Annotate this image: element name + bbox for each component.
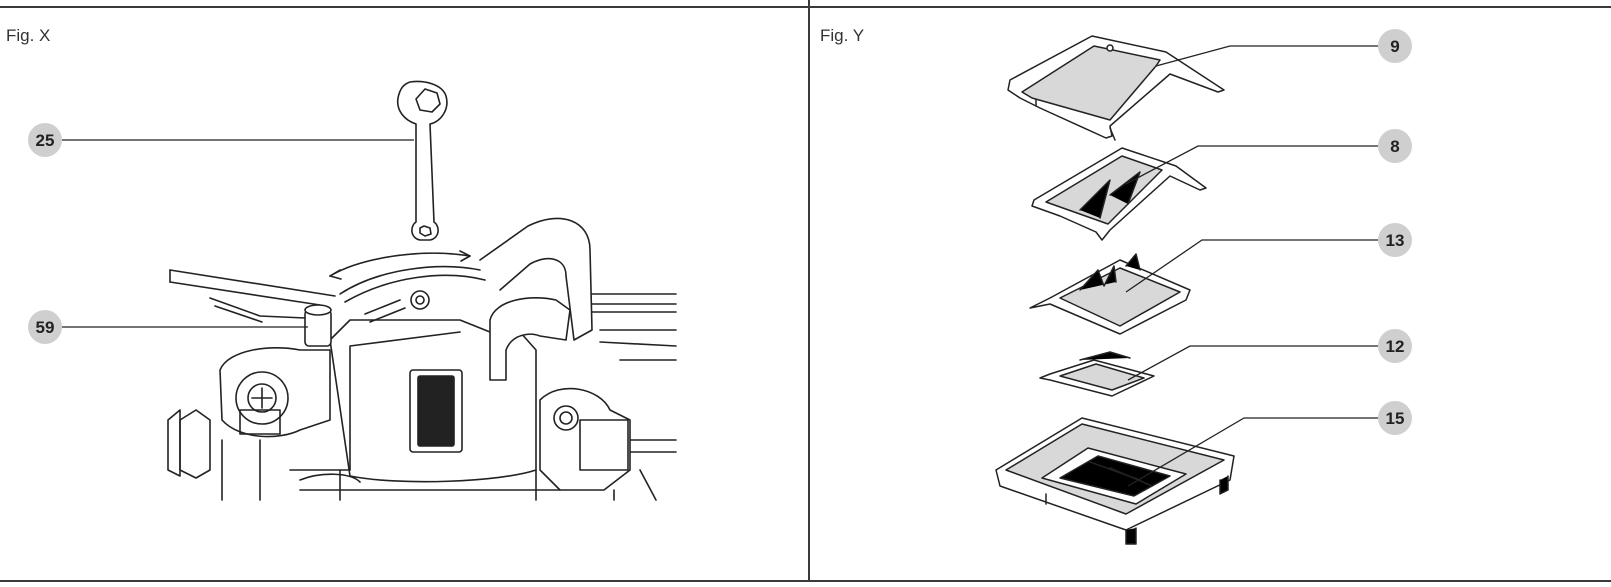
callout-9: 9 [1378,29,1412,63]
callout-12-leader [1127,345,1378,381]
callout-25: 25 [28,123,62,157]
callout-13-number: 13 [1386,231,1405,250]
callout-15: 15 [1378,401,1412,435]
callout-15-leader [1127,417,1378,487]
callout-12-number: 12 [1386,337,1405,356]
callout-25-number: 25 [36,131,55,150]
callout-15-number: 15 [1386,409,1405,428]
callout-8-number: 8 [1390,137,1399,156]
callout-9-leader [1155,45,1378,67]
figure-y-label: Fig. Y [820,26,865,45]
figure-x-panel: Fig. X [6,26,677,501]
figure-x-drawing: 25 59 [28,80,677,501]
bottom-rule [0,580,1611,582]
callout-13: 13 [1378,223,1412,257]
tray-15-illustration [995,417,1235,545]
figure-y-panel: Fig. Y [810,0,1611,587]
top-rule [0,6,1611,8]
callout-59-number: 59 [36,318,55,337]
rotation-arrow [329,250,471,280]
tray-13-illustration [1029,253,1191,335]
callout-8: 8 [1378,129,1412,163]
panel-divider [808,0,810,581]
figure-y-drawing: 9 8 13 12 15 [995,29,1412,545]
callout-12: 12 [1378,329,1412,363]
tray-9-illustration [1007,35,1225,141]
tray-12-illustration [1039,351,1155,397]
figure-x-label: Fig. X [6,26,51,45]
callout-13-leader [1125,239,1378,293]
callout-59: 59 [28,310,62,344]
callout-8-leader [1125,145,1378,185]
tray-8-illustration [1031,147,1207,241]
callout-9-number: 9 [1390,37,1399,56]
wrench-illustration [396,80,448,241]
